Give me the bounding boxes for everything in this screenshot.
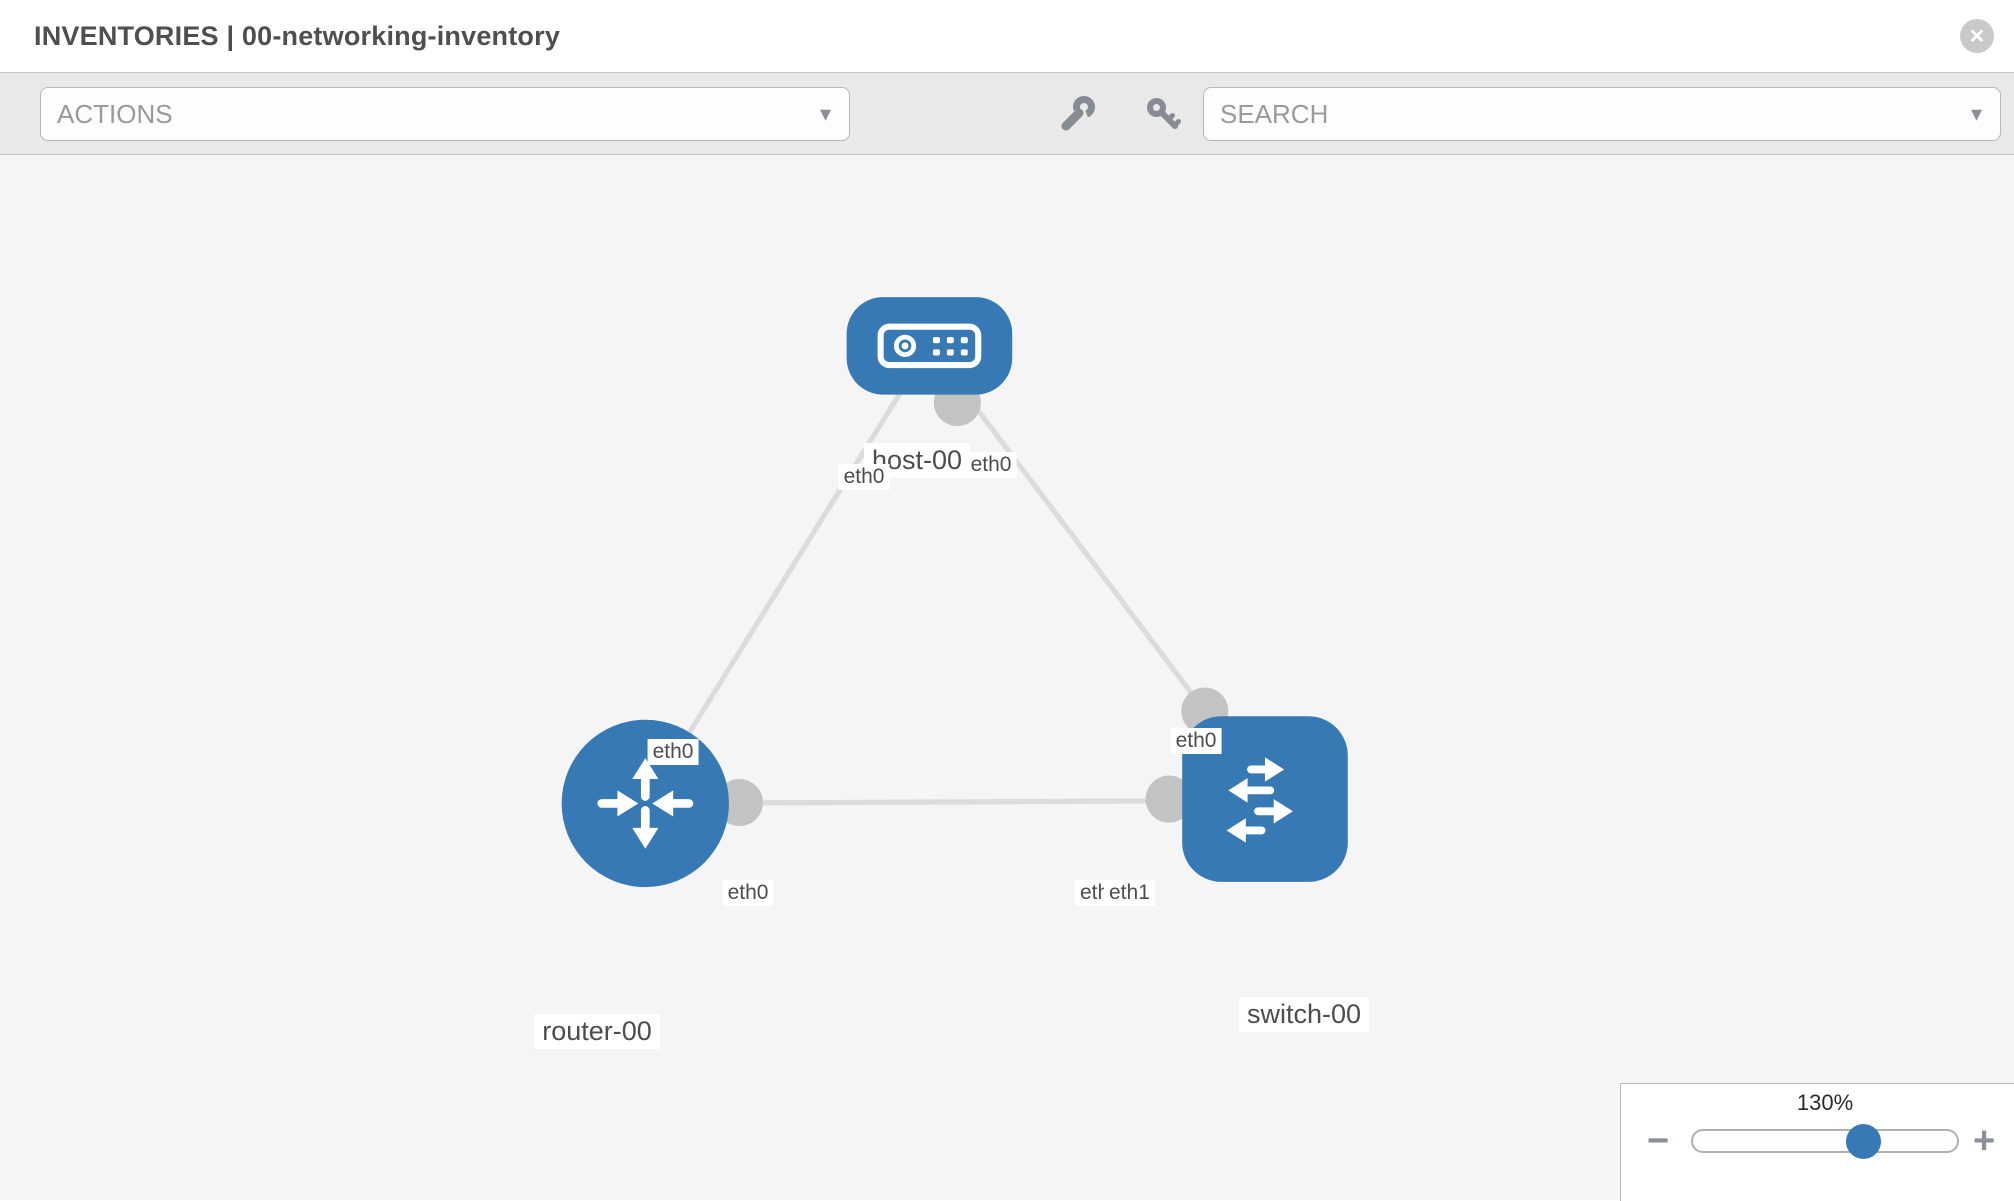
actions-dropdown[interactable]: ACTIONS ▾ [40,87,850,141]
toolbar-icon-group [1055,87,1185,141]
search-dropdown-label: SEARCH [1220,98,1329,129]
node-label-router: router-00 [534,1014,660,1049]
zoom-in-button[interactable]: + [1973,1120,1995,1162]
panel-header: INVENTORIES | 00-networking-inventory ✕ [0,0,2014,72]
wrench-icon [1061,96,1095,131]
key-icon [1147,98,1181,129]
node-label-switch: switch-00 [1238,997,1370,1032]
interface-label-switch-top-eth0: eth0 [1170,728,1222,754]
configure-button[interactable] [1055,92,1099,136]
host-icon [877,323,982,369]
link-host-router[interactable] [643,344,932,805]
minus-icon: − [1647,1120,1670,1162]
close-button[interactable]: ✕ [1960,19,1994,53]
zoom-panel: 130% − + [1620,1083,2014,1201]
interface-label-host-eth0-left: eth0 [838,464,890,490]
interface-label-host-eth0-right: eth0 [965,452,1017,478]
chevron-down-icon: ▾ [819,101,831,126]
zoom-slider[interactable] [1691,1129,1959,1153]
router-icon [597,758,694,849]
credentials-button[interactable] [1141,92,1185,136]
plus-icon: + [1973,1120,1996,1162]
topology-canvas[interactable]: host-00 router-00 switch-00 eth0 eth0 et… [0,155,2014,1200]
zoom-level-label: 130% [1796,1090,1854,1115]
search-dropdown[interactable]: SEARCH ▾ [1203,87,2001,141]
interface-label-router-right-eth0: eth0 [722,880,774,906]
chevron-down-icon: ▾ [1970,101,1982,126]
interface-label-router-top-eth0: eth0 [647,739,699,765]
node-host-00[interactable] [846,297,1013,395]
zoom-slider-thumb[interactable] [1846,1124,1881,1159]
page-title: INVENTORIES | 00-networking-inventory [34,20,561,51]
node-switch-00[interactable] [1182,716,1348,882]
interface-dot [1145,775,1193,823]
close-icon: ✕ [1968,25,1986,48]
actions-dropdown-label: ACTIONS [57,98,173,129]
toolbar: ACTIONS ▾ SEARCH ▾ [0,72,2014,155]
node-router-00[interactable] [561,719,729,888]
zoom-out-button[interactable]: − [1647,1120,1669,1162]
switch-icon [1226,757,1293,843]
interface-label-switch-left-eth1: eth1 [1104,880,1155,906]
